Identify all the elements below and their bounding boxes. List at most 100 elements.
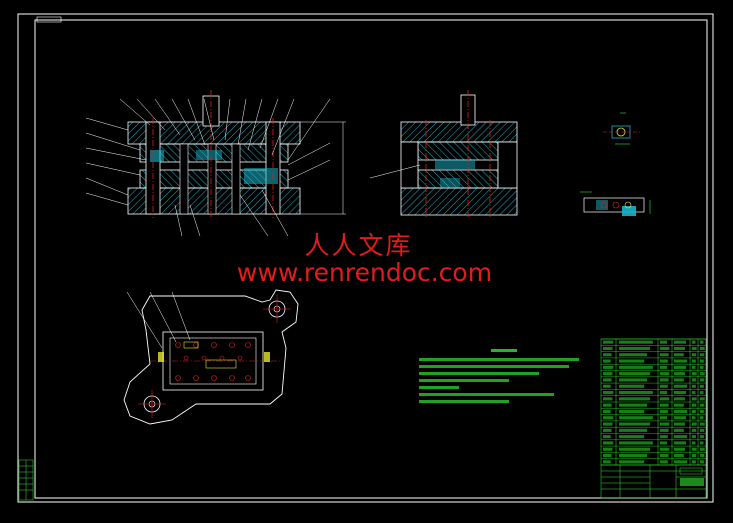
- die-shank: [202, 95, 220, 127]
- parts-list-cell-glyphs: [674, 460, 688, 464]
- parts-list-cell-glyphs: [692, 416, 696, 420]
- parts-list-cell-glyphs: [603, 353, 612, 357]
- parts-list-cell-glyphs: [692, 340, 696, 344]
- part-detail-views: [580, 112, 651, 216]
- parts-list-cell-glyphs: [700, 435, 704, 439]
- punch-3: [231, 143, 241, 215]
- parts-list-cell-glyphs: [619, 422, 650, 426]
- parts-list-cell-glyphs: [692, 372, 697, 376]
- parts-list-cell-glyphs: [603, 460, 611, 464]
- punch-1: [179, 143, 189, 215]
- parts-list-cell-glyphs: [619, 340, 653, 344]
- parts-list-cell-glyphs: [700, 441, 704, 445]
- parts-list-cell-glyphs: [660, 365, 667, 369]
- parts-list-cell-glyphs: [603, 365, 614, 369]
- bush-left: [150, 150, 164, 162]
- parts-list-cell-glyphs: [603, 384, 611, 388]
- parts-list-cell-glyphs: [674, 340, 687, 344]
- parts-list-rows: [601, 338, 706, 464]
- parts-list-cell-glyphs: [660, 441, 667, 445]
- watermark-url: www.renrendoc.com: [236, 258, 493, 287]
- parts-list-cell-glyphs: [660, 428, 669, 432]
- parts-list-cell-glyphs: [692, 447, 697, 451]
- parts-list-cell-glyphs: [619, 353, 648, 357]
- parts-list-cell-glyphs: [692, 359, 696, 363]
- parts-list-cell-glyphs: [700, 365, 704, 369]
- parts-list-cell-glyphs: [700, 391, 704, 395]
- outer-frame: [17, 13, 714, 503]
- parts-list-cell-glyphs: [674, 346, 685, 350]
- parts-list-cell-glyphs: [619, 428, 648, 432]
- technical-requirements-notes: [419, 348, 589, 406]
- parts-list-cell-glyphs: [619, 359, 645, 363]
- parts-list-cell-glyphs: [619, 409, 645, 413]
- parts-list-cell-glyphs: [603, 454, 612, 458]
- parts-list-cell-glyphs: [603, 409, 611, 413]
- parts-list-cell-glyphs: [674, 454, 684, 458]
- parts-list-cell-glyphs: [674, 447, 685, 451]
- parts-list-cell-glyphs: [660, 391, 667, 395]
- plan-view: [123, 289, 299, 425]
- parts-list-cell-glyphs: [603, 359, 611, 363]
- parts-list-cell-glyphs: [692, 353, 697, 357]
- parts-list-cell-glyphs: [692, 454, 697, 458]
- parts-list-cell-glyphs: [674, 416, 687, 420]
- parts-list-cell-glyphs: [619, 378, 648, 382]
- parts-list-cell-glyphs: [660, 397, 670, 401]
- parts-list-cell-glyphs: [674, 422, 685, 426]
- parts-list-cell-glyphs: [692, 428, 697, 432]
- top-left-tag: [36, 16, 62, 23]
- parts-list-cell-glyphs: [660, 403, 669, 407]
- parts-list-cell-glyphs: [660, 346, 670, 350]
- parts-list-cell-glyphs: [603, 422, 613, 426]
- parts-list-cell-glyphs: [700, 378, 705, 382]
- left-margin-table: [18, 459, 34, 501]
- parts-list-cell-glyphs: [660, 359, 668, 363]
- parts-list-cell-glyphs: [674, 409, 688, 413]
- watermark-chinese: 人人文库: [304, 231, 413, 260]
- parts-list-cell-glyphs: [700, 397, 705, 401]
- parts-list-cell-glyphs: [660, 460, 668, 464]
- parts-list-cell-glyphs: [619, 435, 645, 439]
- side-section-view: [369, 90, 518, 218]
- parts-list-cell-glyphs: [603, 447, 613, 451]
- parts-list-cell-glyphs: [619, 447, 650, 451]
- parts-list-cell-glyphs: [674, 359, 688, 363]
- parts-list-cell-glyphs: [603, 346, 613, 350]
- parts-list-cell-glyphs: [619, 397, 650, 401]
- parts-list-cell-glyphs: [619, 391, 653, 395]
- insert-block: [196, 150, 222, 160]
- parts-list-cell-glyphs: [692, 397, 697, 401]
- parts-list-cell-glyphs: [674, 403, 684, 407]
- parts-list-cell-glyphs: [660, 416, 667, 420]
- notes-title-glyphs: [491, 349, 517, 352]
- parts-list-cell-glyphs: [619, 372, 650, 376]
- parts-list-cell-glyphs: [700, 460, 704, 464]
- parts-list-cell-glyphs: [674, 397, 685, 401]
- parts-list-cell-glyphs: [603, 441, 614, 445]
- parts-list-cell-glyphs: [674, 365, 687, 369]
- parts-list-cell-glyphs: [692, 378, 697, 382]
- parts-list-cell-glyphs: [700, 346, 705, 350]
- parts-list-cell-glyphs: [660, 378, 669, 382]
- punch-2: [207, 143, 217, 215]
- front-section-view: [85, 90, 346, 237]
- parts-list-cell-glyphs: [700, 454, 705, 458]
- parts-list-cell-glyphs: [692, 365, 696, 369]
- parts-list-cell-glyphs: [700, 428, 705, 432]
- parts-list-cell-glyphs: [674, 441, 687, 445]
- parts-list-cell-glyphs: [603, 378, 612, 382]
- parts-list-cell-glyphs: [660, 384, 668, 388]
- parts-list-cell-glyphs: [700, 409, 704, 413]
- parts-list-cell-glyphs: [603, 403, 612, 407]
- parts-list-cell-glyphs: [700, 372, 705, 376]
- parts-list-cell-glyphs: [700, 340, 704, 344]
- parts-list-cell-glyphs: [660, 422, 670, 426]
- parts-list-cell-glyphs: [674, 378, 684, 382]
- parts-list-cell-glyphs: [692, 384, 696, 388]
- parts-list-cell-glyphs: [660, 447, 670, 451]
- parts-list-cell-glyphs: [692, 346, 697, 350]
- parts-list-cell-glyphs: [619, 460, 645, 464]
- notes-title: [419, 348, 589, 356]
